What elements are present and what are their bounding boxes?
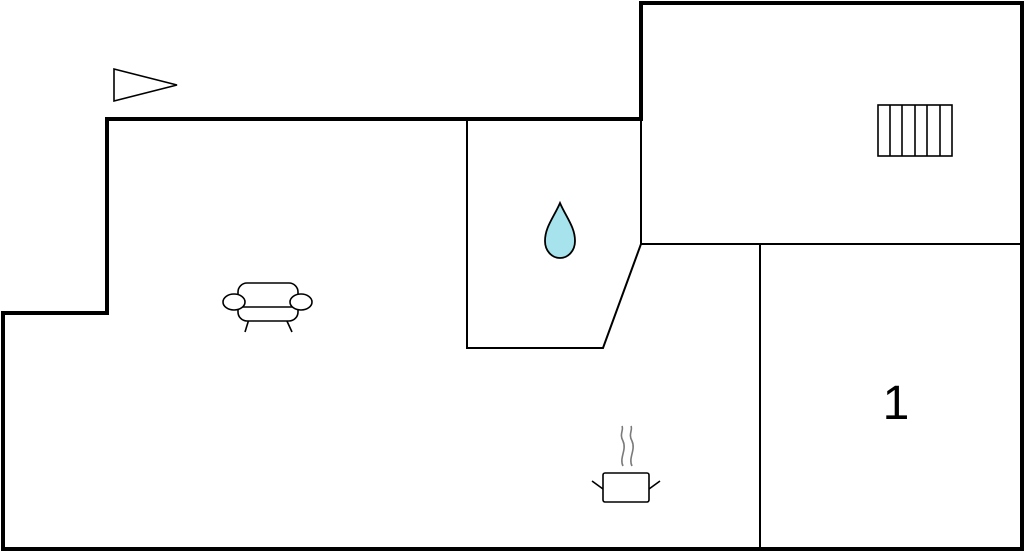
staircase-icon: [877, 104, 953, 157]
entrance-arrow-icon: [113, 67, 178, 103]
cooking-pot-icon: [591, 425, 661, 503]
room-number-label: 1: [883, 377, 910, 430]
water-drop-icon: [544, 200, 576, 259]
sofa-icon: [222, 282, 313, 333]
bathroom-walls: [466, 119, 642, 349]
